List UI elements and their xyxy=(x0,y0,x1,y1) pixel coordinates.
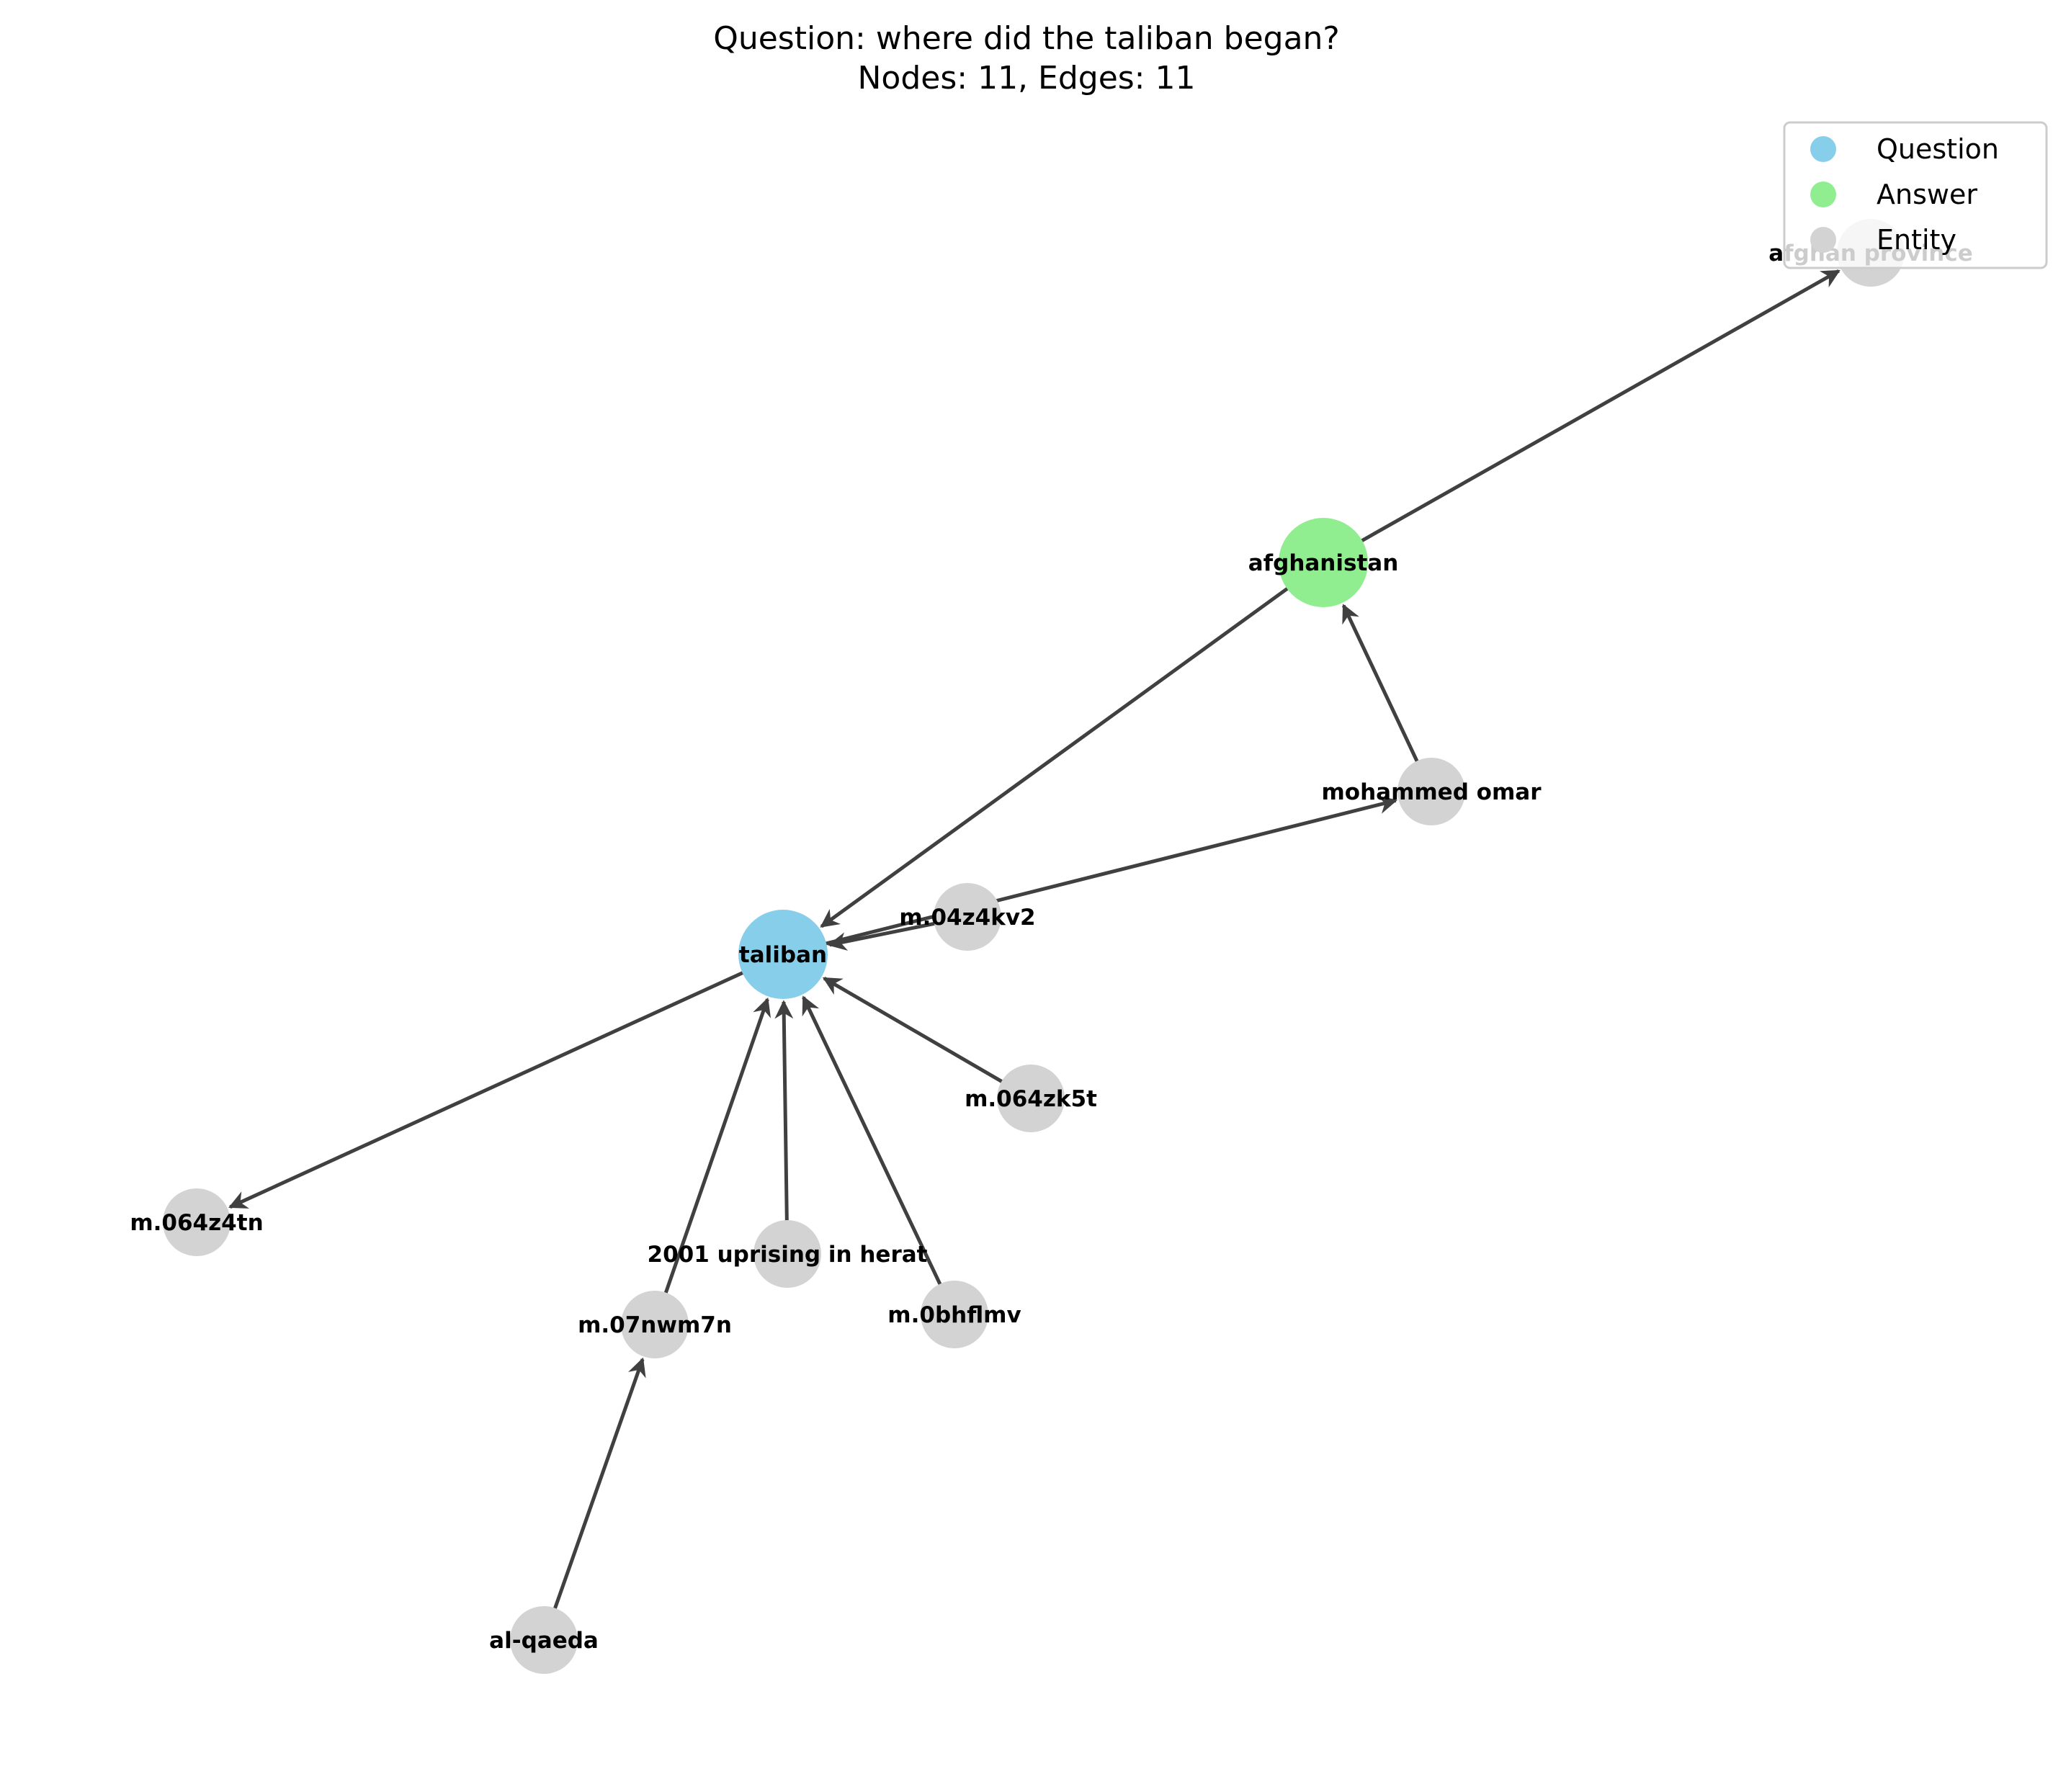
nodes-layer xyxy=(163,219,1905,1674)
node-label-al-qaeda: al-qaeda xyxy=(489,1628,599,1654)
node-label-taliban: taliban xyxy=(739,942,827,968)
edge-afghanistan-to-taliban xyxy=(820,570,1312,928)
node-label-m-07nwm7n: m.07nwm7n xyxy=(578,1312,732,1338)
legend-marker-answer xyxy=(1810,182,1836,207)
node-m-07nwm7n xyxy=(621,1291,689,1358)
node-m-04z4kv2 xyxy=(934,883,1001,951)
legend-label-question: Question xyxy=(1877,133,1999,165)
node-m-064z4tn xyxy=(163,1188,231,1256)
edge-m_0bhflmv-to-taliban xyxy=(802,995,952,1305)
edges-layer xyxy=(228,269,1840,1630)
edge-taliban-to-m_064z4tn xyxy=(228,959,770,1209)
node-afghanistan xyxy=(1279,518,1368,607)
legend-label-entity: Entity xyxy=(1877,224,1956,256)
graph-title: Question: where did the taliban began? xyxy=(713,20,1340,57)
node-mohammed-omar xyxy=(1397,758,1465,825)
node-label-m-064zk5t: m.064zk5t xyxy=(965,1086,1097,1112)
node-label-mohammed-omar: mohammed omar xyxy=(1321,779,1542,805)
edge-m_064zk5t-to-taliban xyxy=(822,977,1022,1094)
edge-mohammed_omar-to-afghanistan xyxy=(1341,604,1428,782)
node-taliban xyxy=(738,910,828,999)
edge-afghanistan-to-afghan_province xyxy=(1336,269,1840,557)
legend-label-answer: Answer xyxy=(1877,179,1977,210)
edge-taliban-to-mohammed_omar xyxy=(797,795,1398,953)
node-label-m-064z4tn: m.064z4tn xyxy=(130,1210,263,1236)
node-m-0bhflmv xyxy=(921,1281,988,1348)
legend-marker-question xyxy=(1810,136,1836,162)
edge-m_07nwm7n-to-taliban xyxy=(657,997,771,1314)
node-label-uprising-herat: 2001 uprising in herat xyxy=(648,1242,928,1268)
graph-subtitle: Nodes: 11, Edges: 11 xyxy=(858,60,1196,97)
legend-frame xyxy=(1783,121,2048,269)
node-uprising-herat xyxy=(753,1220,821,1288)
node-al-qaeda xyxy=(510,1606,578,1674)
edge-uprising_herat-to-taliban xyxy=(774,1000,794,1242)
legend-marker-entity xyxy=(1810,227,1836,253)
node-label-m-04z4kv2: m.04z4kv2 xyxy=(899,905,1035,931)
node-label-m-0bhflmv: m.0bhflmv xyxy=(887,1302,1021,1328)
node-m-064zk5t xyxy=(997,1065,1065,1132)
labels-layer: talibanafghanistanafghan provincemohamme… xyxy=(130,241,1972,1654)
node-label-afghanistan: afghanistan xyxy=(1248,550,1399,576)
edge-al_qaeda-to-m_07nwm7n xyxy=(546,1357,646,1630)
